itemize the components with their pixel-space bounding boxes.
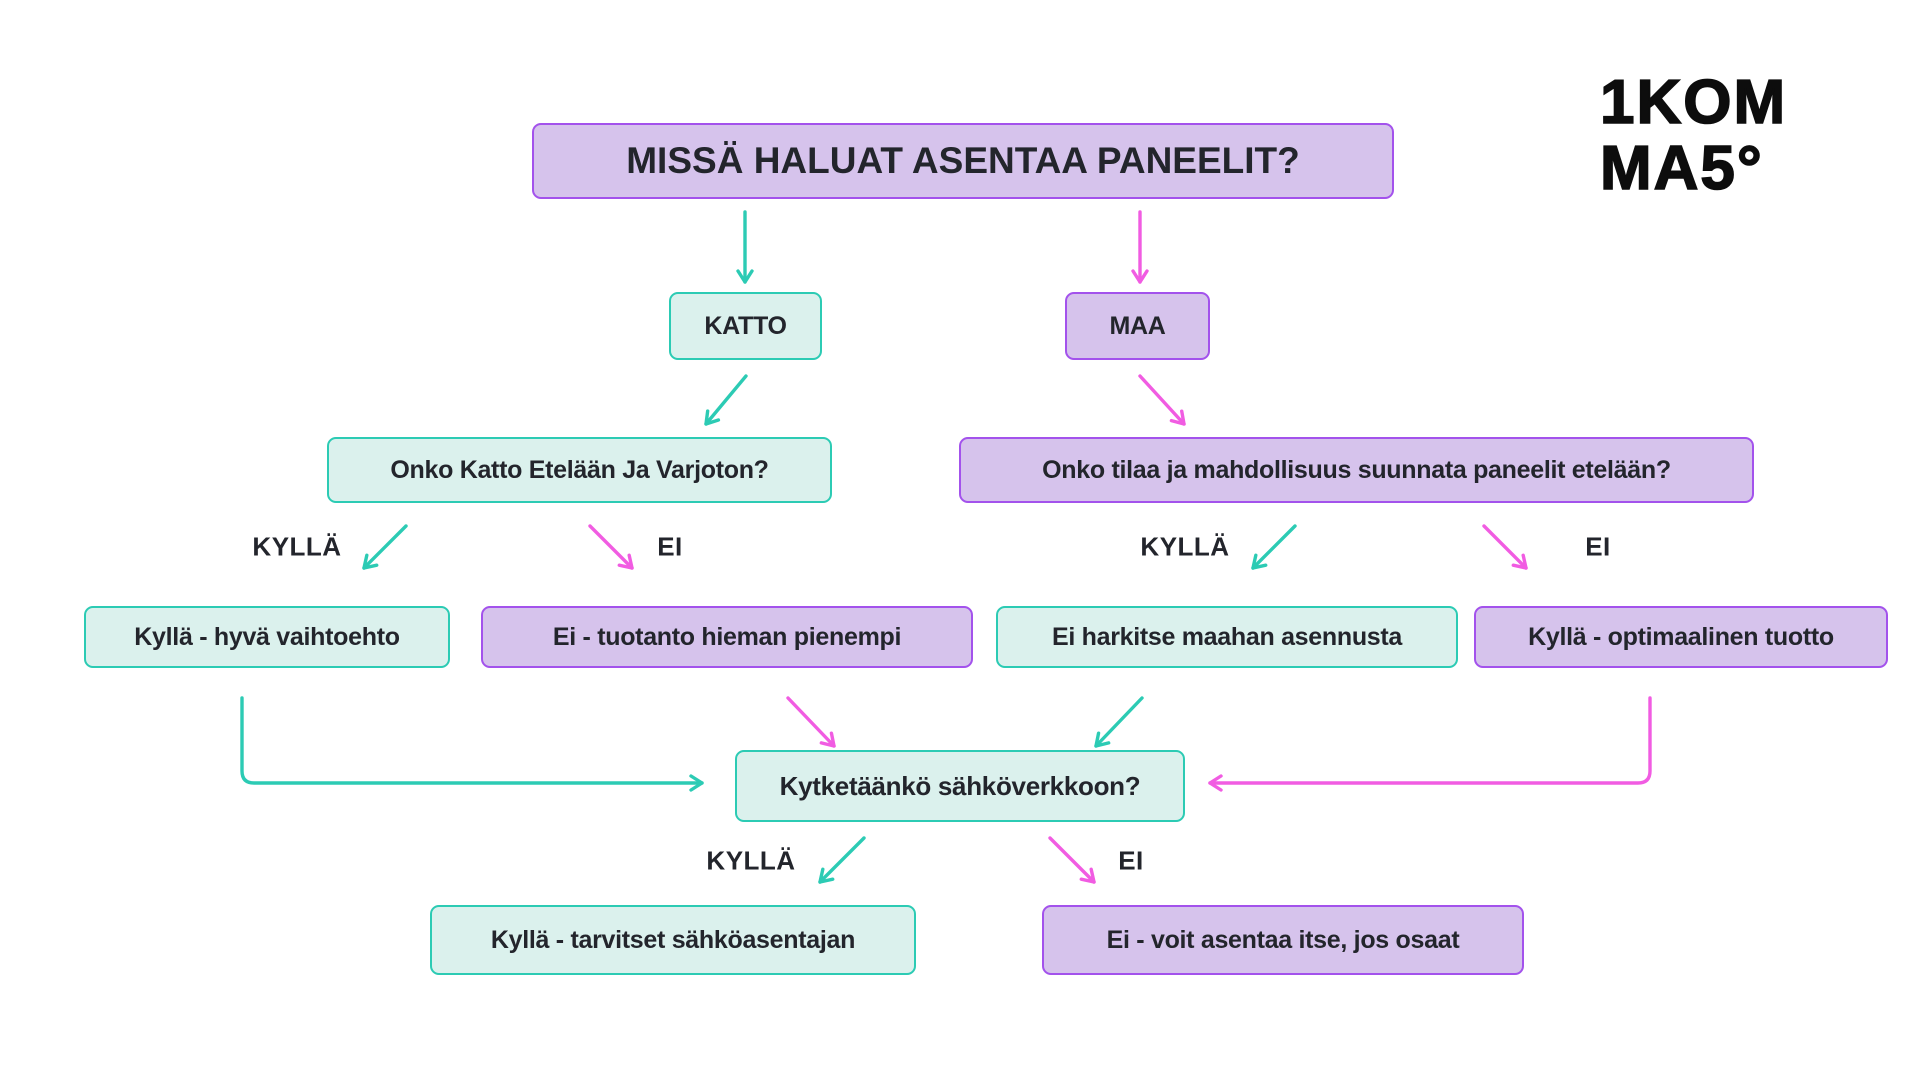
label-kylla-roof: KYLLÄ (252, 531, 342, 562)
node-question-grid: Kytketäänkö sähköverkkoon? (735, 750, 1185, 822)
connector-roofyes-to-grid (240, 696, 704, 792)
label-ei-roof: EI (657, 531, 683, 562)
brand-logo: 1KOM MA5° (1599, 68, 1788, 203)
brand-logo-line2: MA5° (1599, 134, 1764, 203)
arrow-katto-to-question (704, 374, 748, 426)
node-roof-yes: Kyllä - hyvä vaihtoehto (84, 606, 450, 668)
arrow-ground-yes (1251, 524, 1297, 570)
node-ground-yes: Ei harkitse maahan asennusta (996, 606, 1458, 668)
node-roof-no: Ei - tuotanto hieman pienempi (481, 606, 973, 668)
node-grid-yes: Kyllä - tarvitset sähköasentajan (430, 905, 916, 975)
label-kylla-grid: KYLLÄ (706, 845, 796, 876)
node-katto: KATTO (669, 292, 822, 360)
brand-logo-line1: 1KOM (1599, 68, 1788, 137)
connector-groundno-to-grid (1208, 696, 1652, 792)
node-question-roof: Onko Katto Etelään Ja Varjoton? (327, 437, 832, 503)
node-title: MISSÄ HALUAT ASENTAA PANEELIT? (532, 123, 1394, 199)
node-grid-no: Ei - voit asentaa itse, jos osaat (1042, 905, 1524, 975)
arrow-roof-no (588, 524, 634, 570)
node-maa: MAA (1065, 292, 1210, 360)
arrow-roofno-to-grid (786, 696, 836, 748)
arrow-roof-yes (362, 524, 408, 570)
label-ei-ground: EI (1585, 531, 1611, 562)
label-ei-grid: EI (1118, 845, 1144, 876)
arrow-groundyes-to-grid (1094, 696, 1144, 748)
arrow-grid-yes (818, 836, 866, 884)
arrow-ground-no (1482, 524, 1528, 570)
arrow-maa-to-question (1138, 374, 1186, 426)
node-question-ground: Onko tilaa ja mahdollisuus suunnata pane… (959, 437, 1754, 503)
arrow-grid-no (1048, 836, 1096, 884)
label-kylla-ground: KYLLÄ (1140, 531, 1230, 562)
node-ground-no: Kyllä - optimaalinen tuotto (1474, 606, 1888, 668)
